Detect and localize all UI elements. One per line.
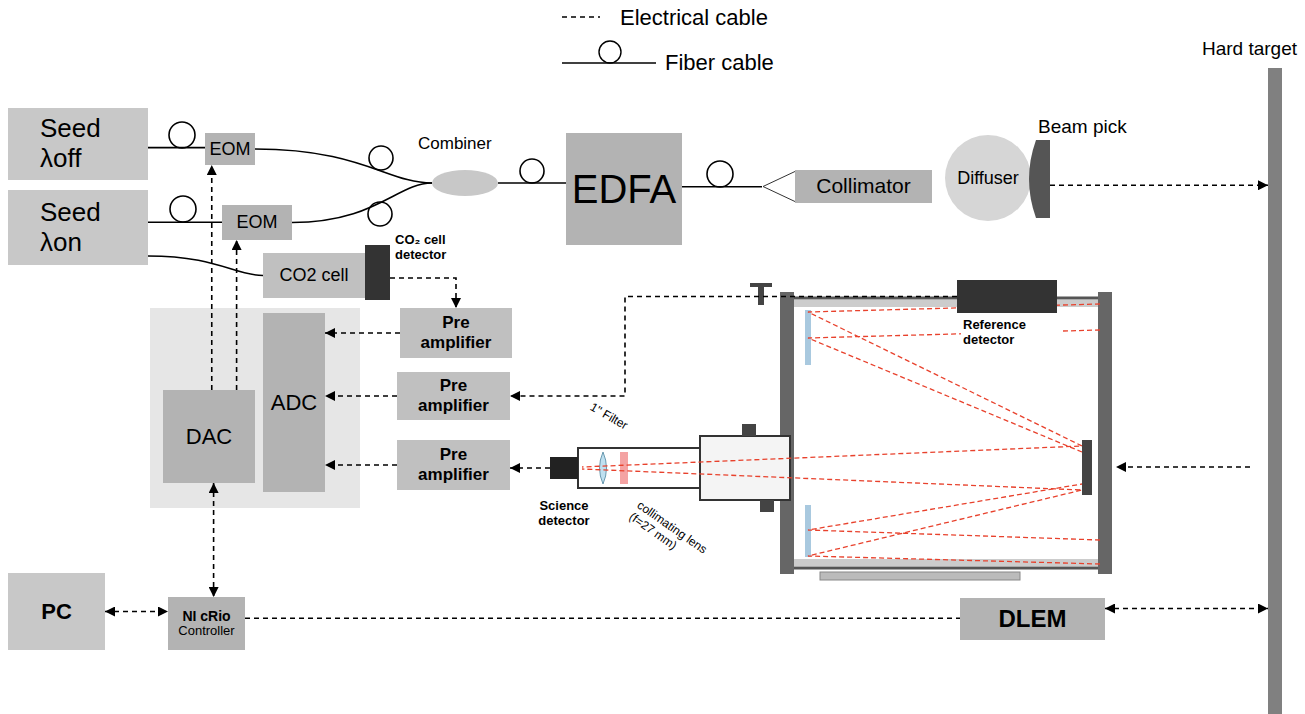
node-label: Science detector <box>534 499 594 529</box>
preamp-box: Pre amplifier <box>397 372 510 420</box>
beam-pick-shape <box>1026 140 1050 218</box>
part-label: collimating lens (f=27 mm) <box>626 499 724 579</box>
collimator-box: Collimator <box>762 170 932 203</box>
electrical-cable <box>1050 184 1268 186</box>
fiber-cable <box>498 182 566 184</box>
seed-laser: Seed λon <box>8 190 148 265</box>
detector: CO₂ cell detector <box>365 245 390 300</box>
node-label: Hard target <box>1202 38 1297 60</box>
electrical-cable <box>325 395 397 397</box>
electrical-cable <box>213 483 215 597</box>
electrical-cable <box>1105 608 1268 610</box>
electronics-panel <box>150 308 360 508</box>
fiber-cable <box>148 147 205 149</box>
combiner-ellipse: Combiner <box>432 170 498 196</box>
electrical-cable <box>245 617 960 619</box>
electrical-cable <box>390 278 456 308</box>
fiber-cable <box>255 149 432 183</box>
computer-box: PC <box>8 573 105 650</box>
node-label: Beam pick <box>1038 116 1127 138</box>
electrical-cable <box>211 165 213 390</box>
node-text: Seed λon <box>40 198 130 258</box>
node-text: Pre amplifier <box>404 445 504 484</box>
node-text: DAC <box>186 424 232 449</box>
node-text: EOM <box>236 212 277 233</box>
controller-box: NI cRioController <box>168 597 245 650</box>
node-text: PC <box>41 599 72 624</box>
hard-target: Hard target <box>1268 68 1282 714</box>
return-beam <box>1116 466 1250 468</box>
node-text: EDFA <box>572 166 676 212</box>
modulator-box: EOM <box>222 205 292 240</box>
node-text: DLEM <box>999 605 1067 633</box>
electrical-cable <box>510 297 957 397</box>
node-text: NI cRio <box>182 608 230 624</box>
node-label: CO₂ cell detector <box>395 233 475 263</box>
seed-laser: Seed λoff <box>8 108 148 180</box>
part-label: 1" Filter <box>587 401 629 433</box>
amplifier-box: EDFA <box>566 133 682 245</box>
node-label: Reference detector <box>961 318 1061 348</box>
diffuser-circle: Diffuser <box>945 135 1031 221</box>
dac-box: DAC <box>163 390 255 483</box>
gas-cell: CO2 cell <box>263 253 365 298</box>
detector: Science detector <box>550 457 578 479</box>
electrical-cable <box>105 611 168 613</box>
rangefinder-box: DLEM <box>960 598 1105 640</box>
fiber-cable <box>292 183 432 223</box>
node-text: EOM <box>209 139 250 160</box>
preamp-box: Pre amplifier <box>397 440 510 490</box>
node-text: Collimator <box>816 174 911 198</box>
node-label: Combiner <box>418 134 492 154</box>
detector: Reference detector <box>957 280 1057 313</box>
node-text: Pre amplifier <box>406 313 506 352</box>
node-text: Diffuser <box>957 168 1019 189</box>
electrical-cable <box>325 464 397 466</box>
adc-box: ADC <box>263 313 325 492</box>
node-text: CO2 cell <box>279 265 348 286</box>
node-text: Controller <box>178 624 234 639</box>
electrical-cable <box>510 467 550 469</box>
fiber-cable <box>148 256 263 276</box>
fiber-cable <box>682 186 762 188</box>
node-text: ADC <box>271 390 317 415</box>
node-text: Pre amplifier <box>404 376 504 415</box>
fiber-cable <box>148 221 222 223</box>
beam-pick: Beam pick <box>1026 140 1050 218</box>
legend-text: Fiber cable <box>665 50 774 76</box>
modulator-box: EOM <box>205 133 255 165</box>
preamp-box: Pre amplifier <box>400 308 512 358</box>
electrical-cable <box>325 332 400 334</box>
telescope <box>578 283 1112 580</box>
electrical-cable <box>236 240 238 390</box>
node-text: Seed λoff <box>40 114 130 174</box>
legend-text: Electrical cable <box>620 5 768 31</box>
